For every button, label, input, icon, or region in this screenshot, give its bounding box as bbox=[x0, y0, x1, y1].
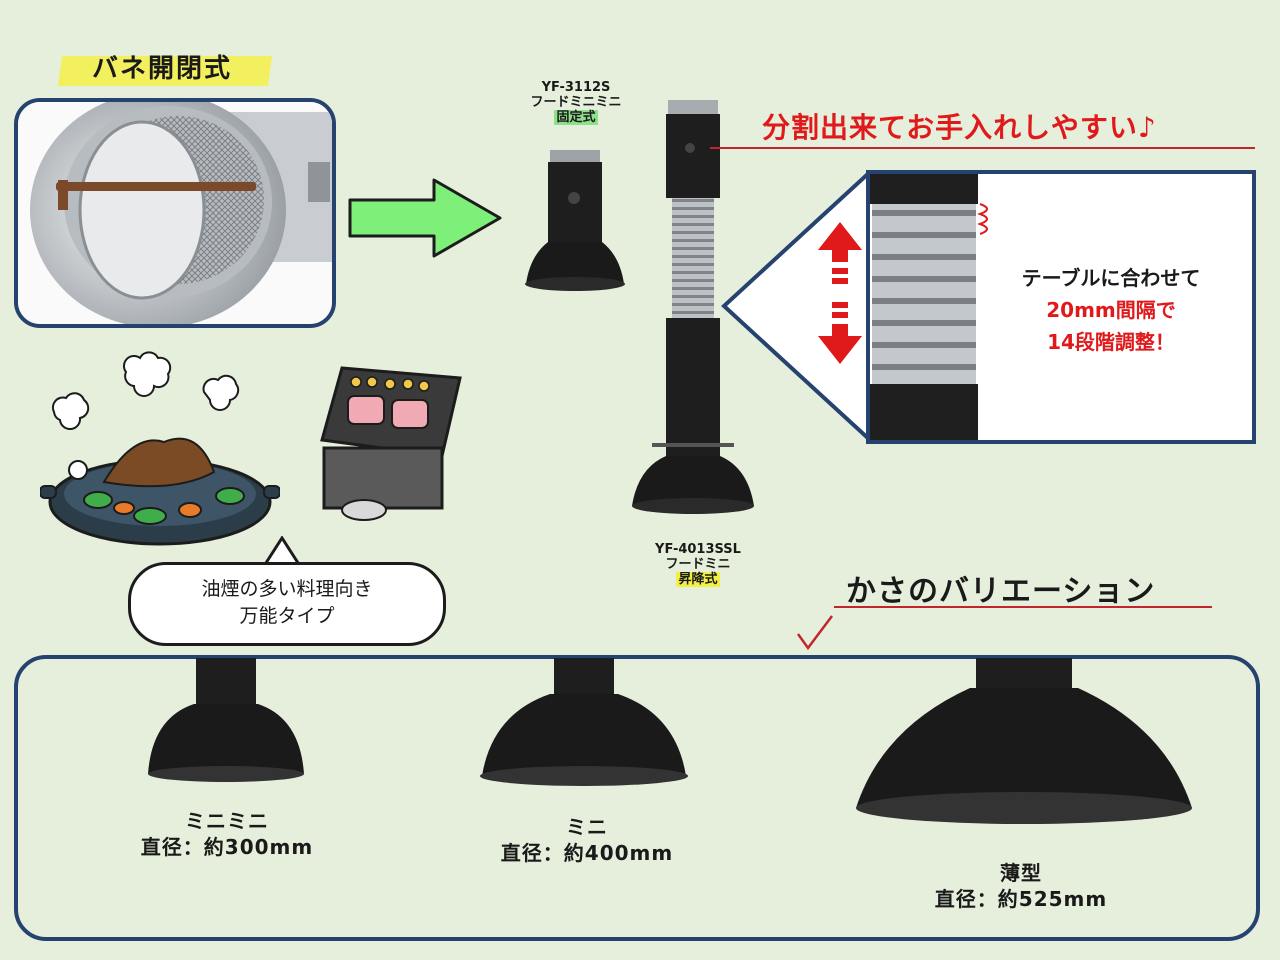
yakiniku-grill-illustration bbox=[312, 360, 472, 534]
fixed-type-badge: 固定式 bbox=[554, 110, 598, 125]
shade-thin-size: 直径：約525mm bbox=[934, 887, 1108, 911]
easy-maintenance-headline: 分割出来てお手入れしやすい♪ bbox=[762, 111, 1157, 144]
lift-name: フードミニ bbox=[665, 557, 731, 572]
fixed-hood-product-image bbox=[520, 146, 630, 300]
variations-underline bbox=[834, 606, 1212, 608]
up-down-arrow-icon bbox=[818, 222, 862, 368]
height-adjust-text: テーブルに合わせて 20mm間隔で 14段階調整！ bbox=[996, 262, 1226, 358]
lift-product-label: YF-4013SSL フードミニ 昇降式 bbox=[636, 542, 760, 587]
smoke-puffs-illustration bbox=[46, 340, 256, 434]
shade-thin-image bbox=[852, 658, 1196, 862]
shade-thin-label: 薄型 直径：約525mm bbox=[914, 860, 1128, 912]
shade-mini-size: 直径：約400mm bbox=[500, 841, 674, 865]
fixed-model: YF-3112S bbox=[541, 80, 611, 95]
all-purpose-speech-bubble: 油煙の多い料理向き 万能タイプ bbox=[128, 562, 446, 646]
headline-underline bbox=[710, 147, 1255, 149]
spring-open-close-badge: バネ開閉式 bbox=[57, 42, 290, 94]
adjust-line-3: 14段階調整！ bbox=[1047, 330, 1175, 354]
shade-thin-name: 薄型 bbox=[1000, 861, 1042, 885]
fixed-product-label: YF-3112S フードミニミニ 固定式 bbox=[516, 80, 636, 125]
shade-minimini-image bbox=[146, 658, 306, 792]
height-adjust-detail bbox=[866, 170, 1256, 444]
fixed-name: フードミニミニ bbox=[530, 95, 622, 110]
shade-mini-label: ミニ 直径：約400mm bbox=[480, 814, 694, 866]
speech-bubble-tail bbox=[262, 535, 302, 572]
green-right-arrow-icon bbox=[346, 176, 506, 260]
grill-pan-illustration bbox=[39, 420, 281, 554]
shade-minimini-label: ミニミニ 直径：約300mm bbox=[122, 808, 332, 860]
lift-type-badge: 昇降式 bbox=[676, 572, 720, 587]
lift-hood-product-image bbox=[628, 98, 758, 522]
adjust-line-1: テーブルに合わせて bbox=[1021, 266, 1201, 290]
speech-line-1: 油煙の多い料理向き bbox=[201, 578, 373, 600]
lift-model: YF-4013SSL bbox=[655, 542, 741, 557]
spring-badge-label: バネ開閉式 bbox=[92, 54, 233, 84]
check-mark-icon bbox=[796, 612, 836, 656]
shade-variations-title: かさのバリエーション bbox=[846, 574, 1156, 609]
shade-mini-name: ミニ bbox=[566, 815, 608, 839]
shade-mini-image bbox=[478, 658, 690, 798]
speech-line-2: 万能タイプ bbox=[239, 605, 335, 627]
shade-minimini-size: 直径：約300mm bbox=[140, 835, 314, 859]
shade-variations-panel bbox=[14, 655, 1260, 941]
adjust-line-2: 20mm間隔で bbox=[1046, 298, 1176, 322]
spring-lid-photo bbox=[14, 98, 336, 328]
shade-minimini-name: ミニミニ bbox=[185, 809, 269, 833]
